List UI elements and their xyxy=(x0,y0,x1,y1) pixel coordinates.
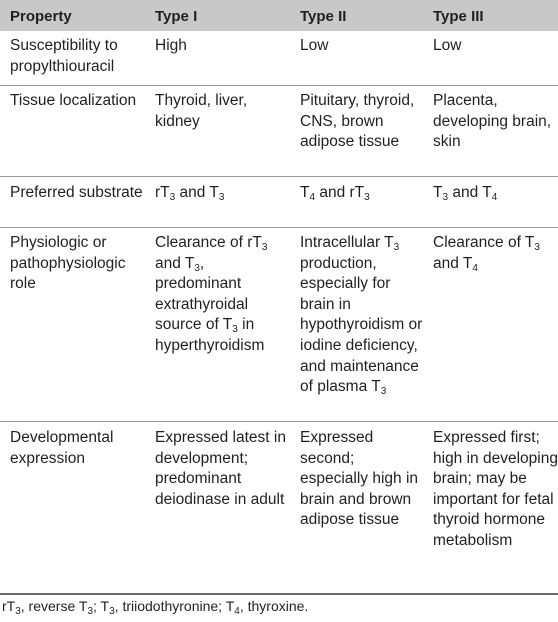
cell-type-2: Low xyxy=(300,37,329,54)
header-property: Property xyxy=(10,8,72,25)
header-type-3: Type III xyxy=(433,8,484,25)
table-row: Susceptibility to propylthiouracil High … xyxy=(0,31,558,86)
table-row: Tissue localization Thyroid, liver, kidn… xyxy=(0,86,558,177)
table-body: Susceptibility to propylthiouracil High … xyxy=(0,31,558,594)
cell-type-3: Expressed first; high in developing brai… xyxy=(433,429,558,549)
table-row: Physiologic or pathophysiologic role Cle… xyxy=(0,228,558,422)
cell-property: Preferred substrate xyxy=(10,184,143,201)
table-header: Property Type I Type II Type III xyxy=(0,0,558,31)
cell-type-3: Placenta, developing brain, skin xyxy=(433,92,552,151)
cell-type-3: Low xyxy=(433,37,462,54)
cell-type-3: Clearance of T3 and T4 xyxy=(433,234,540,274)
cell-type-1: rT3 and T3 xyxy=(155,184,225,203)
table-row: Preferred substrate rT3 and T3 T4 and rT… xyxy=(0,177,558,228)
cell-type-1: High xyxy=(155,37,187,54)
cell-type-2: T4 and rT3 xyxy=(300,184,370,203)
cell-type-2: Pituitary, thyroid, CNS, brown adipose t… xyxy=(300,92,415,151)
cell-type-1: Expressed latest in development; predomi… xyxy=(155,429,286,508)
cell-type-3: T3 and T4 xyxy=(433,184,498,203)
table-footnote: rT3, reverse T3; T3, triiodothyronine; T… xyxy=(2,598,309,617)
header-type-2: Type II xyxy=(300,8,347,25)
cell-property: Tissue localization xyxy=(10,92,137,109)
cell-type-2: Intracellular T3 production, especially … xyxy=(300,234,423,398)
cell-type-2: Expressed second; especially high in bra… xyxy=(300,429,419,529)
cell-type-1: Thyroid, liver, kidney xyxy=(155,92,248,130)
cell-property: Physiologic or pathophysiologic role xyxy=(10,234,126,293)
cell-property: Developmental expression xyxy=(10,429,114,467)
header-type-1: Type I xyxy=(155,8,198,25)
cell-property: Susceptibility to propylthiouracil xyxy=(10,37,118,75)
header-row: Property Type I Type II Type III xyxy=(0,0,558,31)
deiodinase-comparison-table: Property Type I Type II Type III Suscept… xyxy=(0,0,558,594)
table-row: Developmental expression Expressed lates… xyxy=(0,422,558,594)
cell-type-1: Clearance of rT3 and T3, predominant ext… xyxy=(155,234,268,354)
